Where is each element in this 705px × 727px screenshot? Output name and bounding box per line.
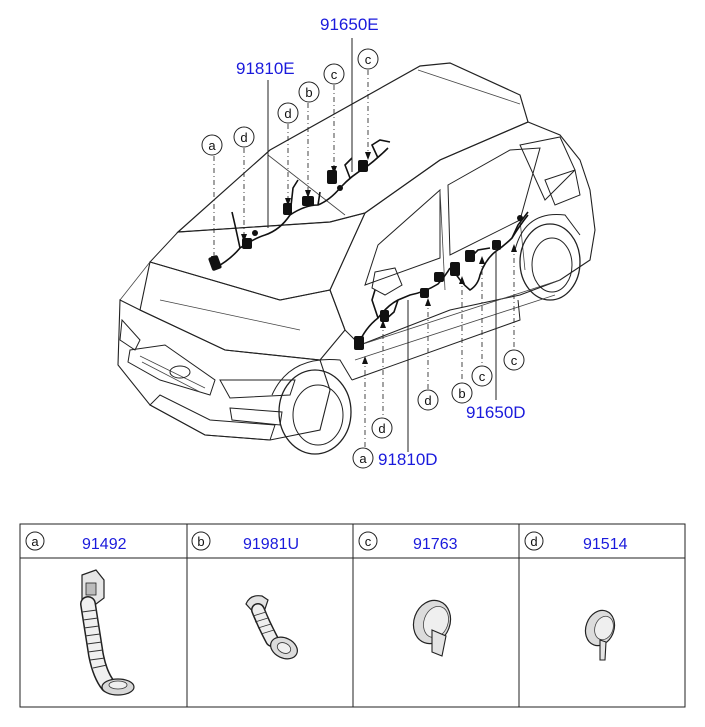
legend-header-b: b 91981U xyxy=(191,531,299,553)
legend-part-number: 91514 xyxy=(583,536,628,553)
callout-d-bottom2: d xyxy=(417,389,439,411)
part-label-91810D: 91810D xyxy=(378,450,438,469)
grommet-a-illustration xyxy=(80,569,135,696)
roof-harness xyxy=(208,139,391,271)
grommet-b-illustration xyxy=(245,595,298,660)
callout-letter: a xyxy=(208,138,216,153)
callout-letter: c xyxy=(331,67,338,82)
callout-letter: d xyxy=(378,421,385,436)
legend-header-c: c 91763 xyxy=(358,531,458,553)
callout-d-bottom1: d xyxy=(371,417,393,439)
legend-letter: a xyxy=(31,534,39,549)
legend-letter: b xyxy=(197,534,204,549)
callout-a-bottom: a xyxy=(352,447,374,469)
legend-header-a: a 91492 xyxy=(25,531,127,553)
callout-letter: b xyxy=(458,386,465,401)
callout-letter: c xyxy=(479,369,486,384)
callout-letter: d xyxy=(284,106,291,121)
callout-c-bottom1: c xyxy=(471,365,493,387)
legend-part-number: 91981U xyxy=(243,536,299,553)
callout-letter: d xyxy=(240,130,247,145)
callout-c-top1: c xyxy=(323,63,345,85)
callout-letter: c xyxy=(365,52,372,67)
legend-table xyxy=(19,523,686,708)
callout-d-top1: d xyxy=(233,126,255,148)
door-harness-front xyxy=(354,267,451,350)
part-label-91650D: 91650D xyxy=(466,403,526,422)
car-outline xyxy=(117,62,596,455)
callout-c-top2: c xyxy=(357,48,379,70)
grommet-d-illustration xyxy=(584,609,616,661)
callout-letter: c xyxy=(511,353,518,368)
callout-b-top: b xyxy=(298,81,320,103)
legend-letter: d xyxy=(530,534,537,549)
grommet-c-illustration xyxy=(412,599,452,657)
callout-letter: a xyxy=(359,451,367,466)
legend-part-number: 91763 xyxy=(413,536,458,553)
legend-part-number: 91492 xyxy=(82,536,127,553)
legend-header-d: d 91514 xyxy=(524,531,628,553)
door-harness-rear xyxy=(450,211,529,291)
legend-letter: c xyxy=(365,534,372,549)
callout-b-bottom: b xyxy=(451,382,473,404)
leader-lines xyxy=(211,38,517,452)
callout-letter: d xyxy=(424,393,431,408)
callout-c-bottom2: c xyxy=(503,349,525,371)
callout-a-top: a xyxy=(201,134,223,156)
part-label-91810E: 91810E xyxy=(236,59,295,78)
part-label-91650E: 91650E xyxy=(320,15,379,34)
callout-letter: b xyxy=(305,85,312,100)
callout-d-top2: d xyxy=(277,102,299,124)
